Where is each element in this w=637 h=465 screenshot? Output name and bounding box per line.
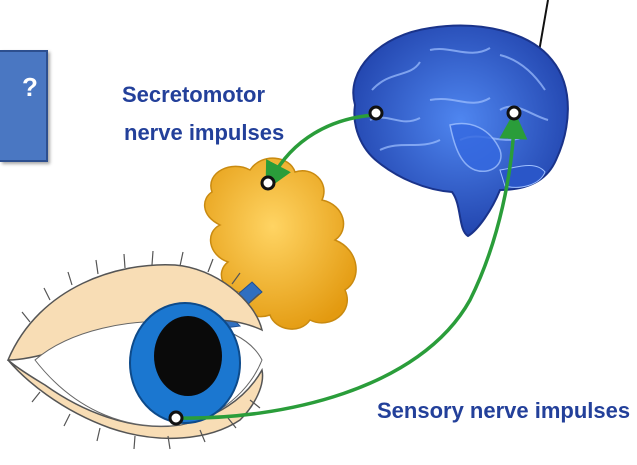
secretomotor-label-line1: Secretomotor: [122, 82, 265, 108]
brain-nucleus-node: [370, 107, 382, 119]
gland-node: [262, 177, 274, 189]
secretomotor-label-line2: nerve impulses: [124, 120, 284, 146]
callout-box: ?: [0, 50, 48, 162]
brain-icon: [353, 26, 568, 236]
brain-sensory-node: [508, 107, 520, 119]
sensory-label: Sensory nerve impulses: [377, 398, 630, 424]
eye-node: [170, 412, 182, 424]
callout-text: ?: [22, 74, 38, 100]
